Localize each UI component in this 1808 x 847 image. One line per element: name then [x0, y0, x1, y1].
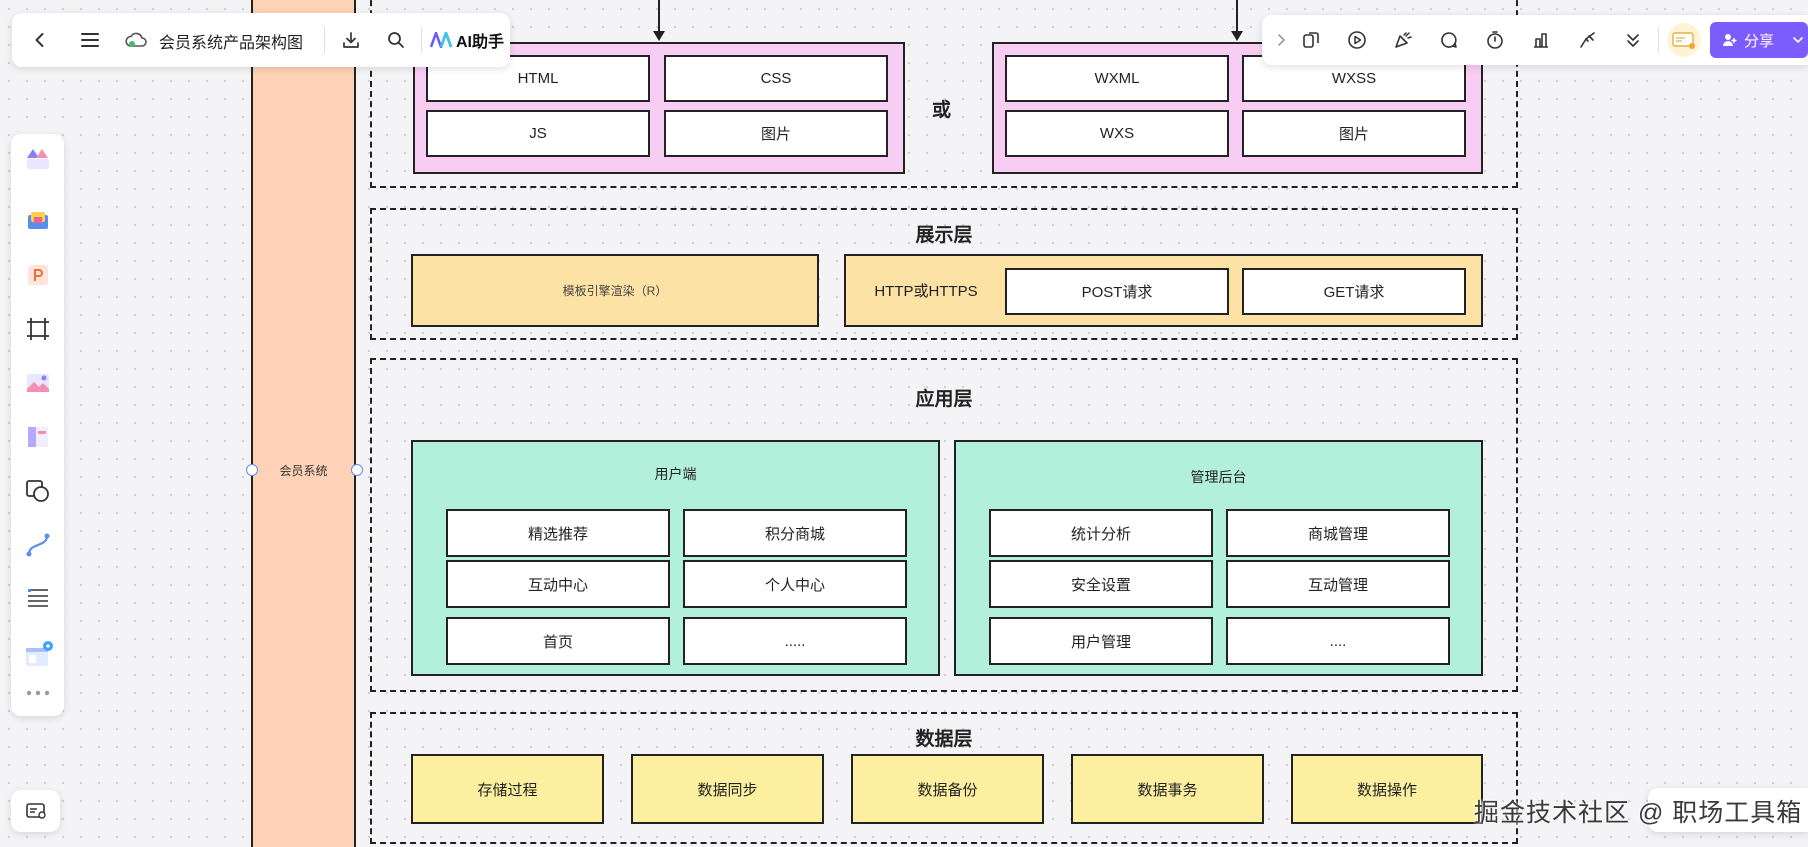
toolbar-divider: [1658, 26, 1659, 54]
toolbar-divider: [421, 26, 422, 54]
image-icon[interactable]: [19, 364, 57, 402]
swimlane-label: 会员系统: [279, 464, 328, 478]
application-layer[interactable]: 应用层: [370, 358, 1518, 692]
module-cell[interactable]: ....: [1226, 617, 1450, 665]
shape-icon[interactable]: [19, 472, 57, 510]
avatar[interactable]: [1667, 23, 1701, 57]
module-cell[interactable]: 用户管理: [989, 617, 1213, 665]
data-layer[interactable]: 数据层: [370, 712, 1518, 844]
share-button[interactable]: 分享: [1710, 22, 1808, 58]
top-right-toolbar: 分享: [1262, 15, 1808, 65]
tech-cell[interactable]: 图片: [1242, 110, 1466, 157]
arrow-head: [653, 31, 665, 41]
tech-cell[interactable]: 图片: [664, 110, 888, 157]
module-cell[interactable]: 精选推荐: [446, 509, 670, 557]
template-engine-box[interactable]: 模板引擎渲染（R）: [411, 254, 819, 327]
connector-line: [1236, 0, 1238, 32]
ai-assistant-label: AI助手: [456, 34, 505, 51]
text-box-icon[interactable]: [19, 256, 57, 294]
celebrate-icon[interactable]: [1388, 25, 1418, 55]
share-label: 分享: [1744, 32, 1775, 50]
timer-icon[interactable]: [1480, 25, 1510, 55]
module-cell[interactable]: 统计分析: [989, 509, 1213, 557]
more-chevron-down-icon[interactable]: [1618, 25, 1648, 55]
add-user-icon: [1723, 34, 1737, 46]
tech-cell[interactable]: HTML: [426, 55, 650, 102]
tech-cell[interactable]: CSS: [664, 55, 888, 102]
data-cell[interactable]: 数据操作: [1291, 754, 1483, 824]
layout-icon[interactable]: [19, 418, 57, 456]
http-label: HTTP或HTTPS: [874, 283, 978, 300]
presentation-layer[interactable]: 展示层: [370, 208, 1518, 340]
arrow-head: [1231, 31, 1243, 41]
toolbar-divider: [324, 26, 325, 54]
module-cell[interactable]: 互动管理: [1226, 560, 1450, 608]
more-dots-icon[interactable]: [19, 678, 57, 708]
data-cell[interactable]: 数据备份: [851, 754, 1044, 824]
left-side-toolbar: [11, 134, 64, 716]
layer-title: 数据层: [915, 729, 973, 750]
shapes-library-icon[interactable]: [19, 140, 57, 178]
watermark-text: 掘金技术社区 @ 职场工具箱: [1474, 799, 1803, 827]
top-left-toolbar: 会员系统产品架构图 AI助手: [12, 13, 510, 67]
tech-cell[interactable]: WXS: [1005, 110, 1229, 157]
ai-assistant-button[interactable]: AI助手: [430, 24, 510, 56]
list-icon[interactable]: [19, 580, 57, 618]
minimap-toggle[interactable]: [11, 790, 60, 832]
module-cell[interactable]: 首页: [446, 617, 670, 665]
admin-backend-group[interactable]: 管理后台 统计分析 商城管理 安全设置 互动管理 用户管理 ....: [954, 440, 1483, 676]
table-plugin-icon[interactable]: [19, 636, 57, 674]
post-request-cell[interactable]: POST请求: [1005, 268, 1229, 315]
client-layer[interactable]: [370, 0, 1518, 188]
template-icon[interactable]: [1296, 25, 1326, 55]
sticky-notes-icon[interactable]: [19, 202, 57, 240]
module-cell[interactable]: 个人中心: [683, 560, 907, 608]
search-icon[interactable]: [380, 24, 412, 56]
connector-line: [658, 0, 660, 32]
frame-icon[interactable]: [19, 310, 57, 348]
laser-pointer-icon[interactable]: [1572, 25, 1602, 55]
chevron-right-icon[interactable]: [1268, 26, 1294, 54]
comment-icon[interactable]: [1434, 25, 1464, 55]
data-cell[interactable]: 数据事务: [1071, 754, 1264, 824]
user-client-group[interactable]: 用户端 精选推荐 积分商城 互动中心 个人中心 首页 .....: [411, 440, 940, 676]
selection-handle-left[interactable]: [246, 464, 258, 476]
data-cell[interactable]: 存储过程: [411, 754, 604, 824]
download-icon[interactable]: [335, 24, 367, 56]
tech-cell[interactable]: WXML: [1005, 55, 1229, 102]
document-title[interactable]: 会员系统产品架构图: [159, 35, 304, 52]
module-cell[interactable]: 积分商城: [683, 509, 907, 557]
group-title: 管理后台: [1190, 469, 1247, 485]
swimlane-member-system[interactable]: 会员系统: [251, 0, 356, 847]
ai-logo-icon: [430, 32, 452, 48]
back-icon[interactable]: [24, 24, 56, 56]
or-separator: 或: [932, 100, 952, 121]
http-group[interactable]: HTTP或HTTPS POST请求 GET请求: [844, 254, 1483, 327]
cloud-synced-icon: [122, 26, 150, 54]
module-cell[interactable]: .....: [683, 617, 907, 665]
get-request-cell[interactable]: GET请求: [1242, 268, 1466, 315]
play-icon[interactable]: [1342, 25, 1372, 55]
zoom-controls[interactable]: [1648, 788, 1808, 832]
layer-title: 展示层: [915, 225, 973, 246]
module-cell[interactable]: 互动中心: [446, 560, 670, 608]
data-cell[interactable]: 数据同步: [631, 754, 824, 824]
group-title: 用户端: [654, 466, 697, 482]
layer-title: 应用层: [915, 389, 973, 410]
connector-icon[interactable]: [19, 526, 57, 564]
chevron-down-icon: [1793, 37, 1803, 44]
tech-cell[interactable]: JS: [426, 110, 650, 157]
module-cell[interactable]: 安全设置: [989, 560, 1213, 608]
selection-handle-right[interactable]: [351, 464, 363, 476]
menu-icon[interactable]: [74, 24, 106, 56]
map-icon: [11, 790, 60, 832]
vote-icon[interactable]: [1526, 25, 1556, 55]
module-cell[interactable]: 商城管理: [1226, 509, 1450, 557]
